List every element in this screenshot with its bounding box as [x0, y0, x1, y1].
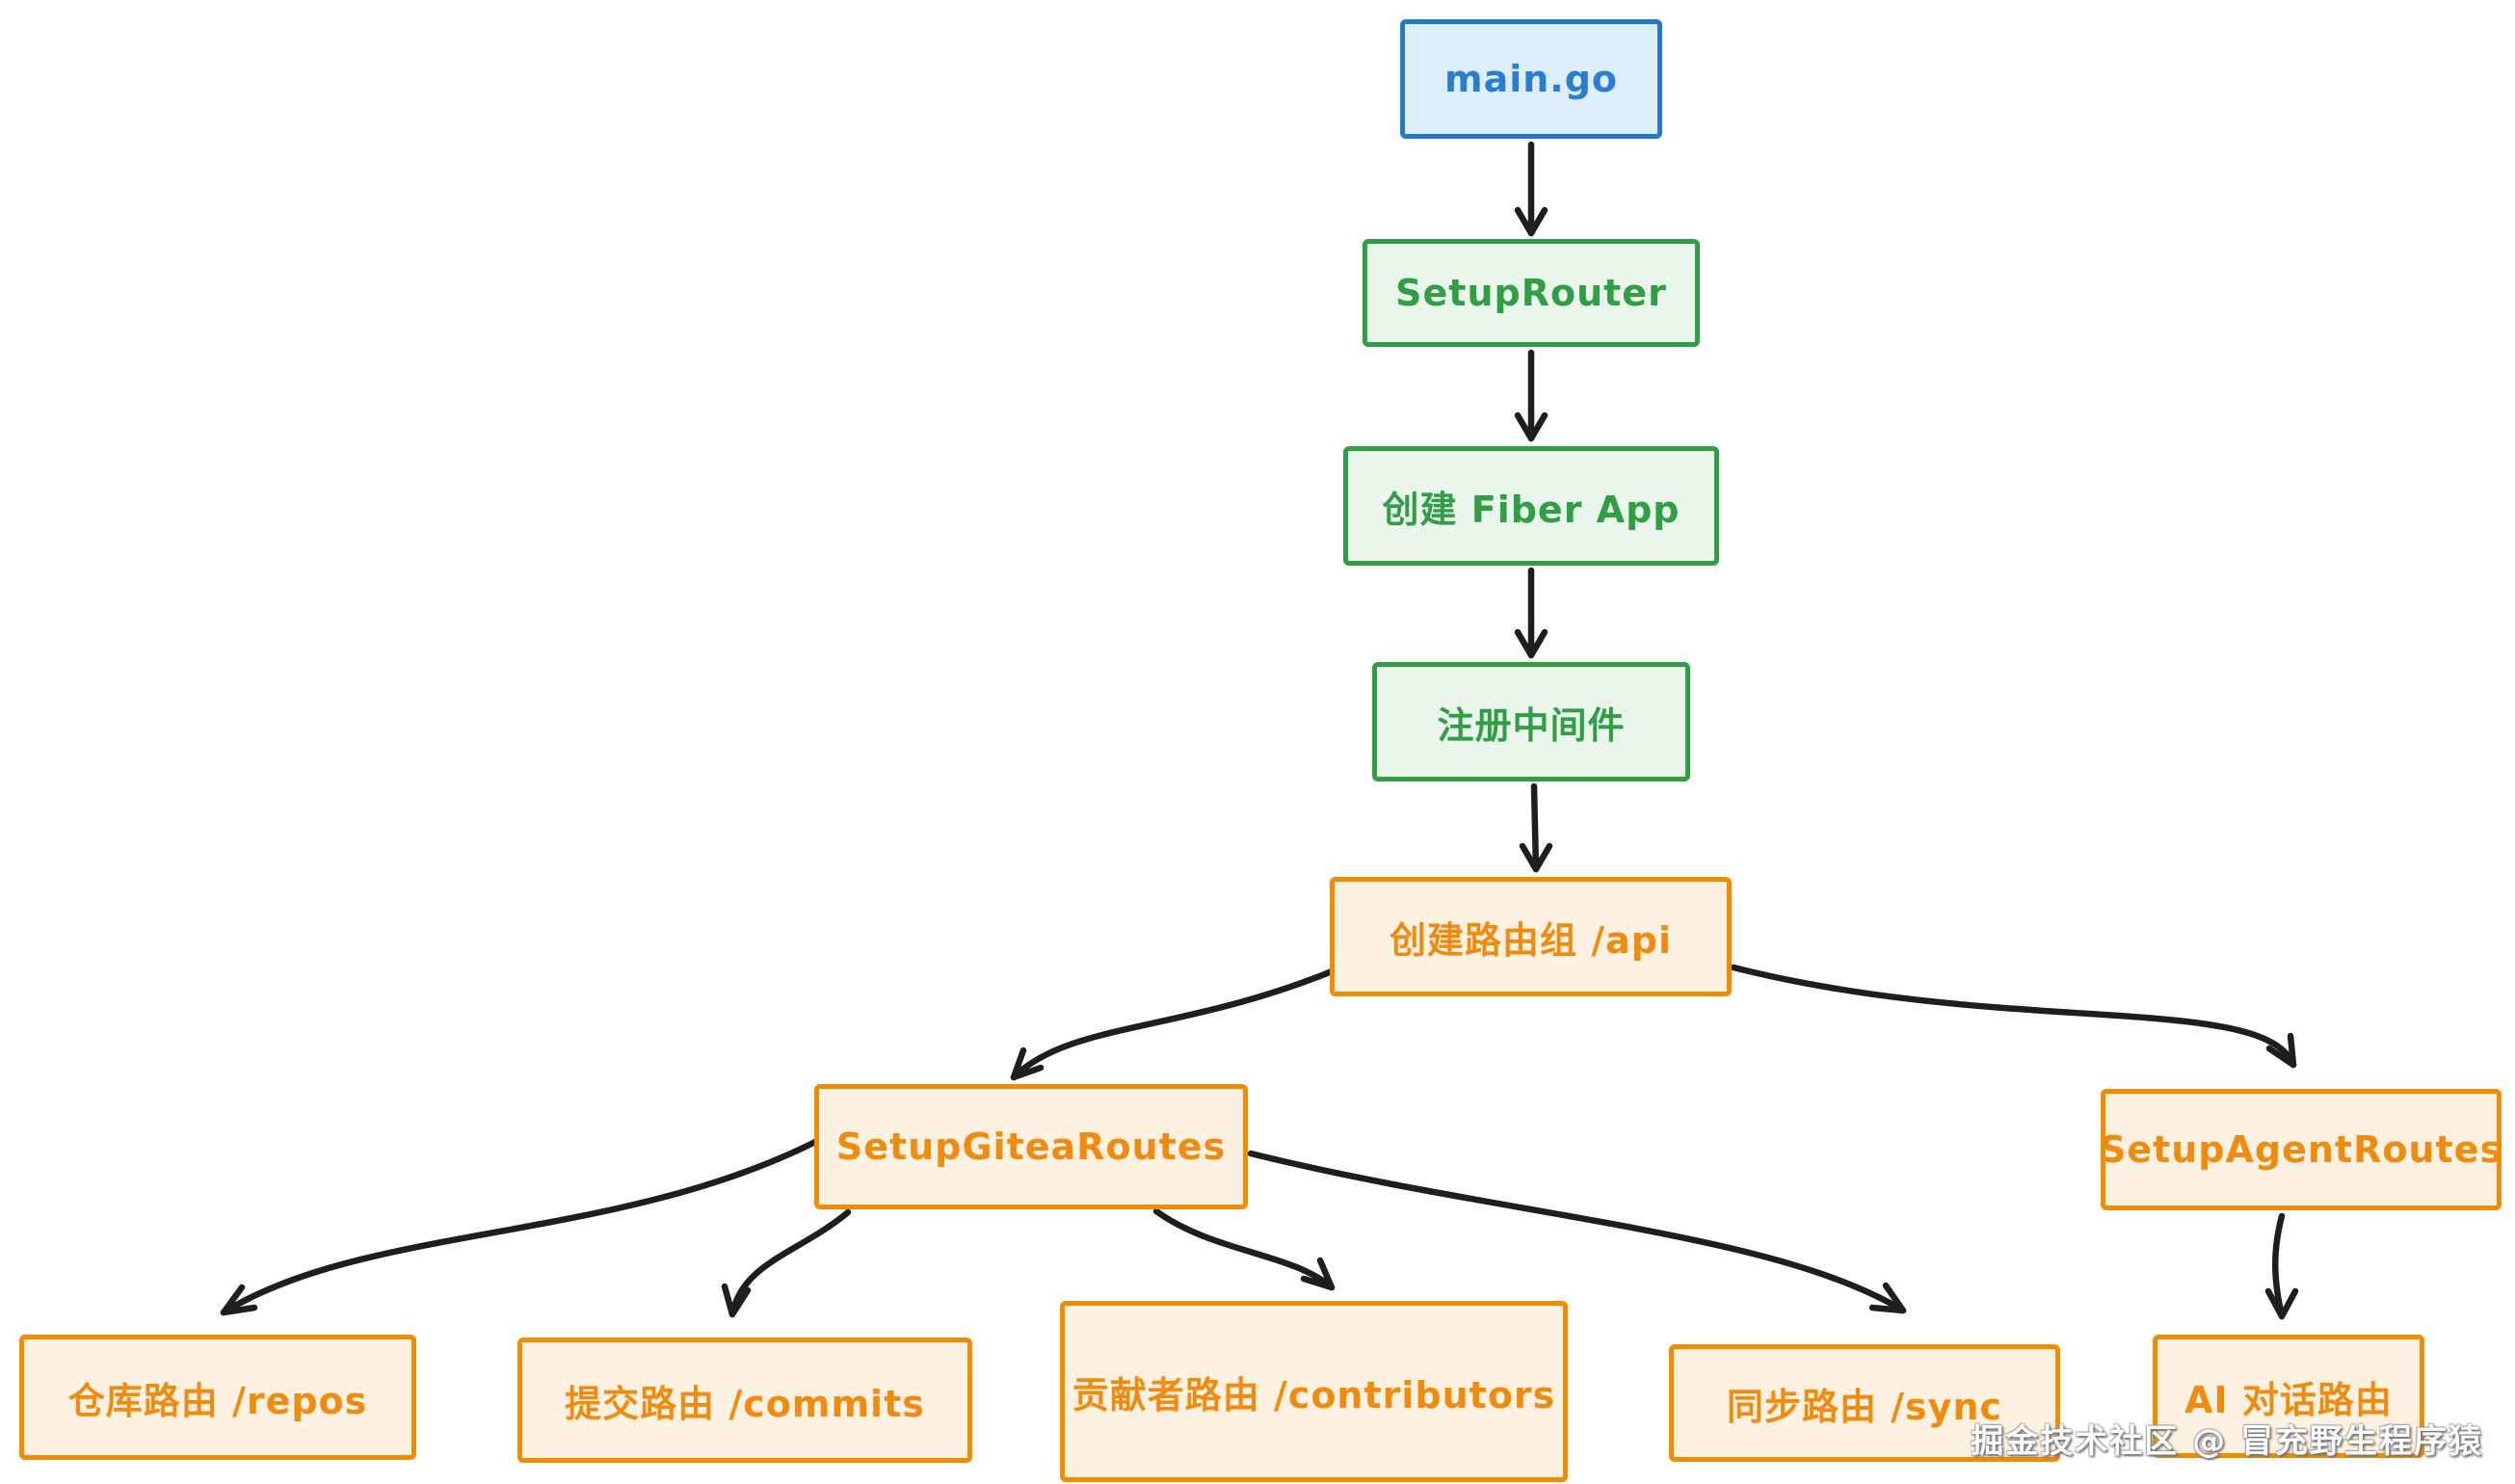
arrow-setup-gitea-to-repos — [220, 1136, 823, 1316]
node-label: AI 对话路由 — [2184, 1378, 2393, 1421]
watermark: 掘金技术社区 @ 冒充野生程序猿 — [1971, 1422, 2483, 1461]
node-setup-router: SetupRouter — [1363, 239, 1700, 347]
node-create-api-group: 创建路由组 /api — [1330, 877, 1732, 996]
node-commits-route: 提交路由 /commits — [517, 1338, 972, 1463]
arrow-setup-router-to-fiber-app — [1514, 349, 1549, 442]
arrow-setup-gitea-to-sync — [1247, 1150, 1907, 1314]
arrow-api-group-to-setup-gitea — [1010, 964, 1345, 1081]
arrow-setup-agent-to-ai-chat — [2264, 1212, 2299, 1320]
arrow-fiber-app-to-middleware — [1514, 567, 1549, 659]
node-label: 创建路由组 /api — [1390, 918, 1672, 962]
arrow-middleware-to-api-group — [1519, 782, 1553, 873]
node-label: 提交路由 /commits — [565, 1382, 925, 1425]
node-label: SetupRouter — [1395, 272, 1667, 314]
arrow-api-group-to-setup-agent — [1730, 964, 2297, 1069]
node-repos-route: 仓库路由 /repos — [19, 1335, 416, 1460]
arrow-setup-gitea-to-contributors — [1152, 1207, 1336, 1291]
node-setup-agent-routes: SetupAgentRoutes — [2099, 1089, 2503, 1210]
node-label: 同步路由 /sync — [1726, 1385, 2003, 1428]
arrow-main-go-to-setup-router — [1514, 141, 1549, 237]
node-label: 贡献者路由 /contributors — [1072, 1373, 1556, 1417]
node-setup-gitea-routes: SetupGiteaRoutes — [814, 1084, 1248, 1209]
arrow-setup-gitea-to-commits — [721, 1208, 852, 1318]
node-contributors-route: 贡献者路由 /contributors — [1060, 1301, 1568, 1482]
node-label: SetupGiteaRoutes — [835, 1126, 1227, 1168]
node-sync-route: 同步路由 /sync — [1669, 1344, 2060, 1462]
node-label: 注册中间件 — [1437, 703, 1626, 747]
node-label: main.go — [1443, 58, 1619, 100]
node-register-middleware: 注册中间件 — [1372, 662, 1690, 782]
node-label: 仓库路由 /repos — [67, 1379, 368, 1422]
node-label: SetupAgentRoutes — [2099, 1128, 2503, 1171]
node-main-go: main.go — [1400, 19, 1662, 139]
node-ai-chat-route: AI 对话路由 — [2153, 1335, 2424, 1458]
node-create-fiber-app: 创建 Fiber App — [1343, 446, 1719, 566]
node-label: 创建 Fiber App — [1382, 488, 1681, 531]
